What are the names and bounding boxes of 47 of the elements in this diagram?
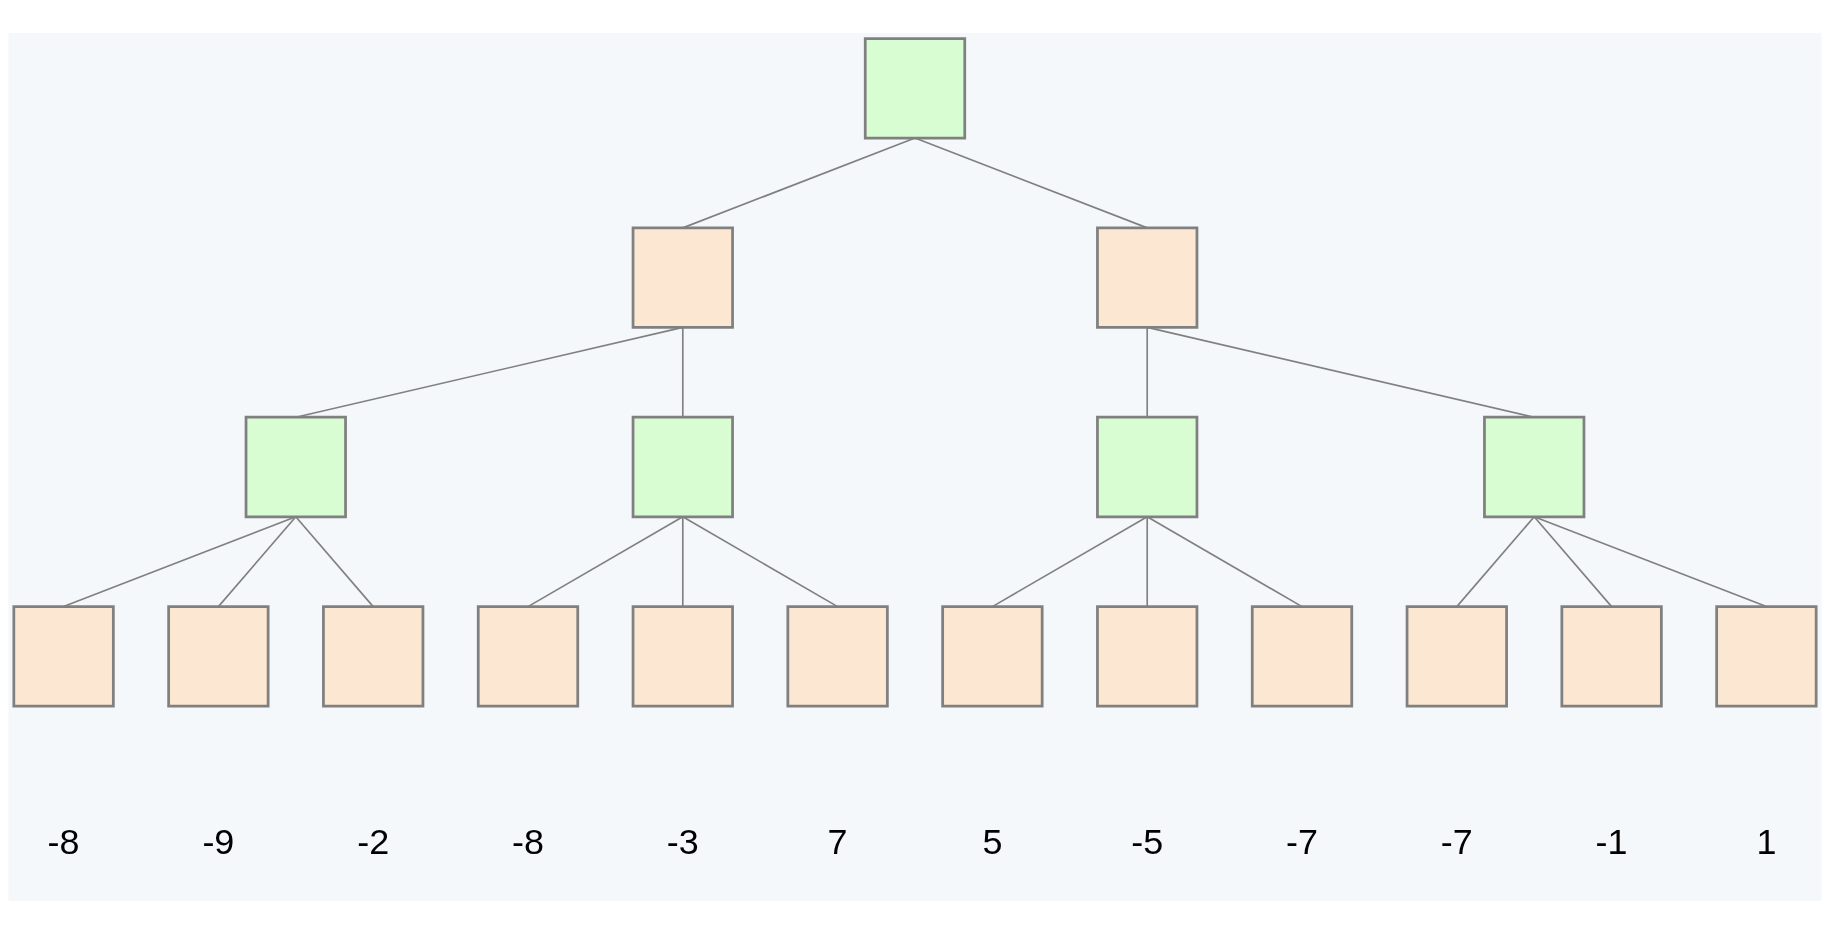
node-label: -9 xyxy=(202,821,235,863)
connector xyxy=(1533,515,1613,608)
node-label: -3 xyxy=(666,821,699,863)
connector xyxy=(294,515,374,608)
node-box xyxy=(1096,605,1199,708)
connector xyxy=(1533,515,1768,608)
node-label: -7 xyxy=(1440,821,1473,863)
connector xyxy=(1456,515,1536,608)
node-label: -2 xyxy=(357,821,390,863)
node-box xyxy=(631,415,734,519)
connector xyxy=(1146,326,1149,419)
node-label: 1 xyxy=(1756,821,1777,863)
node-box xyxy=(1096,415,1199,519)
node-label: -1 xyxy=(1595,821,1628,863)
connector xyxy=(914,137,1149,229)
node-label: 7 xyxy=(827,821,848,863)
node-box xyxy=(863,37,967,140)
node-box xyxy=(167,605,270,708)
node-box xyxy=(631,226,734,329)
node-box xyxy=(244,415,347,519)
node-label: -8 xyxy=(47,821,80,863)
node-box xyxy=(1250,605,1354,708)
connector xyxy=(1146,515,1303,608)
node-box xyxy=(1560,605,1663,708)
connector xyxy=(62,515,297,608)
node-box xyxy=(1096,226,1199,329)
node-box xyxy=(12,605,115,708)
node-label: 5 xyxy=(982,821,1003,863)
node-box xyxy=(941,605,1044,708)
node-box xyxy=(476,605,580,708)
node-label: -7 xyxy=(1286,821,1318,863)
node-box xyxy=(1715,605,1818,708)
node-box xyxy=(786,605,889,708)
connector xyxy=(527,515,684,608)
connector xyxy=(1146,515,1149,608)
connector xyxy=(681,326,684,419)
connector xyxy=(681,515,684,608)
node-label: -5 xyxy=(1131,821,1164,863)
node-box xyxy=(1405,605,1508,708)
connector xyxy=(681,137,916,229)
node-label: -8 xyxy=(512,821,544,863)
node-box xyxy=(322,605,425,708)
node-box xyxy=(631,605,734,708)
node-box xyxy=(1483,415,1586,519)
connector xyxy=(217,515,297,608)
connector xyxy=(991,515,1149,608)
connector xyxy=(681,515,839,608)
